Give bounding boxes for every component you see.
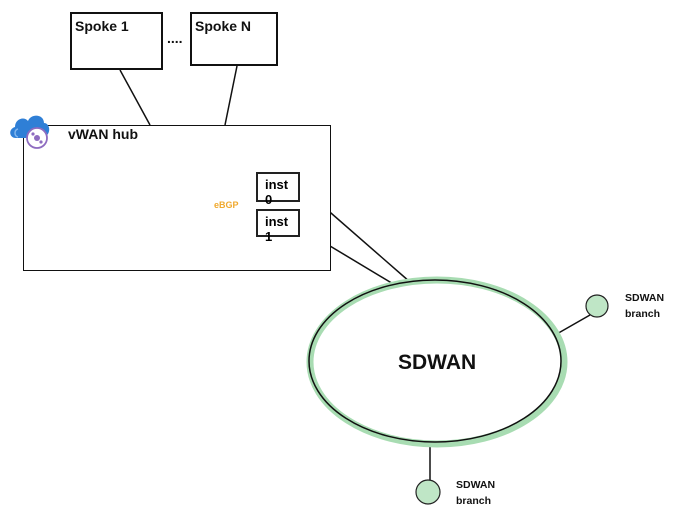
spoke-1-connector [119, 69, 151, 126]
spoke-n-connector [224, 65, 238, 126]
branch-1-connector [554, 314, 591, 336]
spoke-n-box: Spoke N [190, 12, 278, 66]
spoke-1-box: Spoke 1 [70, 12, 163, 70]
spoke-n-label: Spoke N [195, 18, 252, 34]
vwan-hub-label: vWAN hub [68, 126, 138, 142]
vwan-hub-box [23, 125, 331, 271]
sdwan-label: SDWAN [398, 351, 477, 374]
sdwan-branch-node [585, 294, 609, 318]
inst-1-box: inst 1 [256, 209, 300, 244]
sdwan-branch-label: SDWAN branch [456, 479, 496, 507]
inst-0-box: inst 0 [256, 172, 300, 207]
ebgp-label: eBGP [214, 200, 239, 210]
spoke-separator: .... [167, 30, 183, 46]
sdwan-ring [308, 279, 562, 443]
vwan-cloud-icon [10, 115, 50, 149]
spoke-1-label: Spoke 1 [75, 18, 129, 34]
sdwan-branch-node [415, 479, 441, 505]
sdwan-branch-label: SDWAN branch [625, 292, 665, 320]
